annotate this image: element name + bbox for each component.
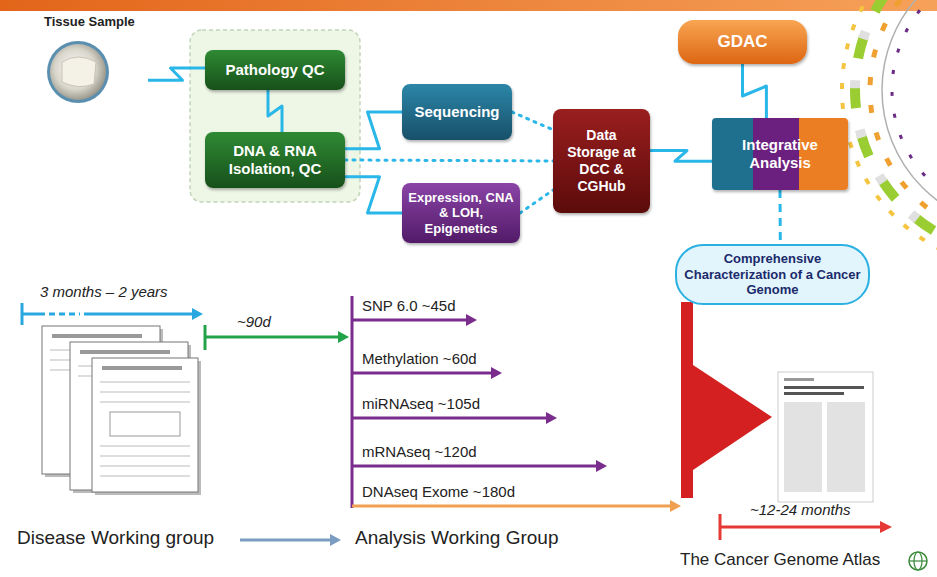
connector: [345, 160, 553, 161]
process-box: Pathology QC: [205, 50, 345, 90]
text-group: Data Storage at DCC & CGHub: [559, 127, 644, 194]
connector: [512, 112, 553, 130]
timeline-arrows: [22, 296, 892, 546]
text-group: Pathology QC: [225, 61, 324, 79]
text-group: Expression, CNA & LOH, Epigenetics: [408, 190, 514, 237]
text-group: GDAC: [717, 32, 767, 52]
node-text: DNA & RNA Isolation, QC: [211, 142, 339, 178]
connector: [743, 64, 767, 118]
node-text: GDAC: [717, 32, 767, 52]
node-text: Tissue Sample: [44, 14, 135, 30]
result-pill: Comprehensive Characterization of a Canc…: [675, 244, 870, 305]
label-box: Methylation ~60d: [362, 350, 477, 367]
gdac-box: GDAC: [678, 20, 807, 64]
group-label: Disease Working group: [17, 527, 214, 548]
tissue-image: [47, 41, 109, 103]
node-text: Data Storage at DCC & CGHub: [559, 127, 644, 194]
connector: [345, 177, 402, 213]
label-box: DNAseq Exome ~180d: [362, 483, 515, 500]
qc-region: [190, 30, 360, 202]
label-box: ~12-24 months: [750, 501, 850, 518]
connector: [520, 190, 553, 213]
storage-box: Data Storage at DCC & CGHub: [553, 109, 650, 213]
process-box: Expression, CNA & LOH, Epigenetics: [402, 183, 520, 243]
tcga-globe: [909, 552, 927, 570]
text-group: Sequencing: [414, 103, 499, 121]
label-box: ~90d: [237, 313, 271, 330]
assay-label: mRNAseq ~120d: [362, 443, 477, 460]
node-text: Comprehensive Characterization of a Canc…: [683, 251, 862, 298]
connector: [779, 190, 782, 244]
assay-label: miRNAseq ~105d: [362, 395, 480, 412]
top-band: [0, 0, 937, 11]
form-documents: [42, 326, 201, 495]
node-text: Integrative Analysis: [718, 136, 842, 172]
text-group: Integrative Analysis: [718, 136, 842, 172]
duration-label: 3 months – 2 years: [40, 283, 168, 300]
tissue-sample: Tissue Sample: [44, 14, 148, 106]
label-box: Analysis Working Group: [355, 527, 558, 549]
node-text: Sequencing: [414, 103, 499, 121]
node-text: Pathology QC: [225, 61, 324, 79]
label-box: miRNAseq ~105d: [362, 395, 480, 412]
analysis-box: Integrative Analysis: [712, 118, 848, 190]
node-text: Expression, CNA & LOH, Epigenetics: [408, 190, 514, 237]
process-box: Sequencing: [402, 84, 512, 140]
connector: [148, 68, 205, 80]
duration-label: ~12-24 months: [750, 501, 850, 518]
label-box: The Cancer Genome Atlas: [680, 550, 880, 570]
group-label: Analysis Working Group: [355, 527, 558, 548]
assay-label: SNP 6.0 ~45d: [362, 297, 456, 314]
assay-label: Methylation ~60d: [362, 350, 477, 367]
text-group: Comprehensive Characterization of a Canc…: [683, 251, 862, 298]
label-box: mRNAseq ~120d: [362, 443, 477, 460]
label-box: 3 months – 2 years: [40, 283, 168, 300]
connector: [268, 90, 282, 132]
process-box: DNA & RNA Isolation, QC: [205, 132, 345, 188]
label-box: Disease Working group: [17, 527, 214, 549]
connector: [345, 112, 402, 149]
milestone-flag: [681, 302, 772, 498]
paper-thumbnail: [778, 372, 873, 502]
duration-label: ~90d: [237, 313, 271, 330]
text-group: DNA & RNA Isolation, QC: [211, 142, 339, 178]
connector: [650, 151, 712, 162]
label-box: SNP 6.0 ~45d: [362, 297, 456, 314]
text-group: Tissue Sample: [44, 14, 148, 30]
assay-label: DNAseq Exome ~180d: [362, 483, 515, 500]
circos-plot: [842, 0, 937, 268]
logo-text: The Cancer Genome Atlas: [680, 550, 880, 569]
